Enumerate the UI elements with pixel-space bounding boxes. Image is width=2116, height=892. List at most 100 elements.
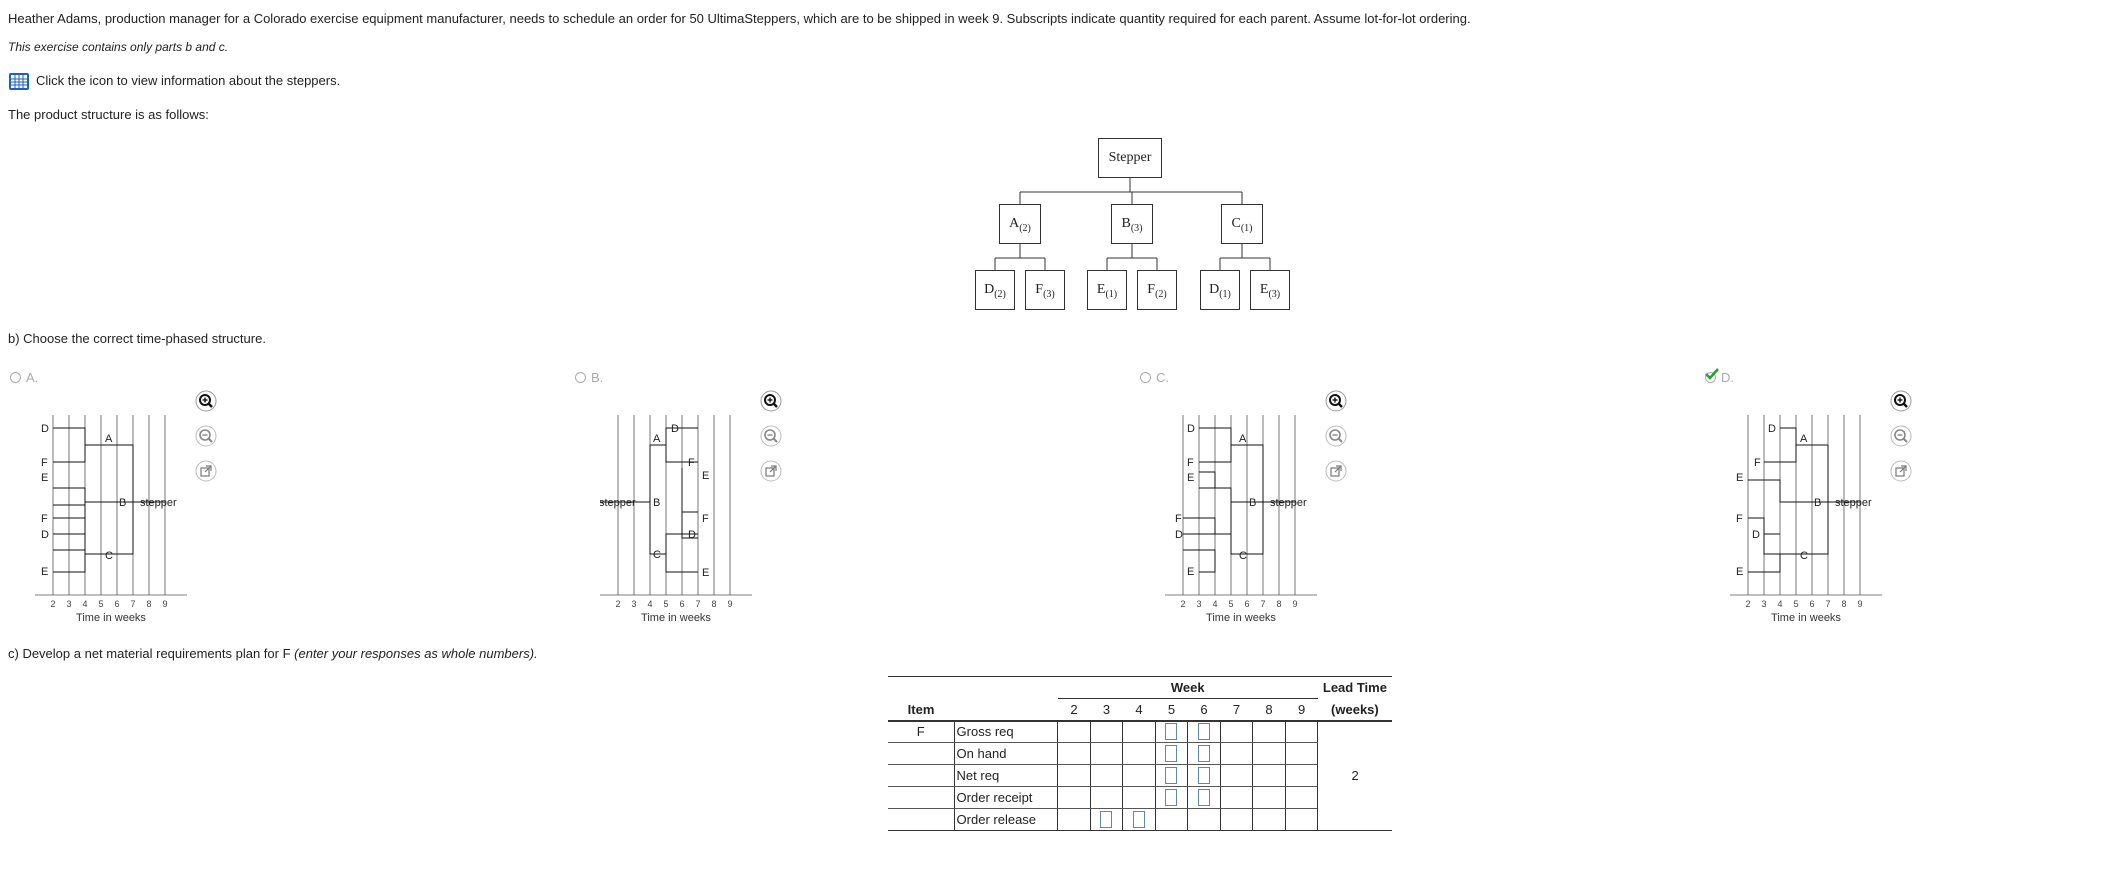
svg-text:B: B	[653, 497, 660, 509]
answer-input[interactable]	[1165, 745, 1178, 763]
svg-text:C: C	[1800, 550, 1808, 562]
week-cell	[1057, 808, 1091, 831]
lead-time-units: (weeks)	[1317, 698, 1392, 722]
answer-input[interactable]	[1198, 745, 1210, 763]
week-cell	[1057, 720, 1091, 743]
week-cell	[1187, 808, 1221, 831]
answer-input[interactable]	[1198, 723, 1210, 741]
svg-text:E: E	[1736, 472, 1743, 484]
answer-input[interactable]	[1165, 767, 1178, 785]
week-cell	[1219, 764, 1253, 787]
svg-text:D: D	[41, 529, 49, 541]
svg-text:2: 2	[50, 599, 55, 609]
week-7: 7	[1220, 698, 1253, 722]
week-cell	[1154, 786, 1188, 809]
plot-xlabel: Time in weeks	[76, 612, 146, 624]
svg-text:3: 3	[66, 599, 71, 609]
week-cell	[1154, 808, 1188, 831]
svg-text:D: D	[688, 529, 696, 541]
svg-text:6: 6	[679, 599, 684, 609]
tree-node-e: E(3)	[1250, 270, 1290, 310]
week-cell	[1057, 764, 1091, 787]
svg-text:D: D	[1175, 529, 1183, 541]
svg-text:9: 9	[727, 599, 732, 609]
svg-text:7: 7	[1260, 599, 1265, 609]
svg-text:8: 8	[711, 599, 716, 609]
svg-text:9: 9	[1292, 599, 1297, 609]
answer-input[interactable]	[1132, 811, 1145, 829]
svg-text:B: B	[1249, 497, 1256, 509]
answer-input[interactable]	[1165, 789, 1178, 807]
week-cell	[1154, 764, 1188, 787]
zoom-out-icon[interactable]	[760, 425, 782, 447]
svg-text:4: 4	[1777, 599, 1782, 609]
svg-text:6: 6	[114, 599, 119, 609]
week-cell	[1252, 786, 1286, 809]
option-d-label: D.	[1721, 370, 1734, 385]
svg-text:D: D	[1187, 423, 1195, 435]
lead-time-header: Lead Time	[1317, 676, 1392, 699]
svg-text:A: A	[105, 433, 113, 445]
lead-time-value: 2	[1317, 720, 1392, 831]
week-cell	[1219, 808, 1253, 831]
week-cell	[1122, 720, 1156, 743]
zoom-out-icon[interactable]	[1890, 425, 1912, 447]
answer-input[interactable]	[1198, 767, 1210, 785]
zoom-in-icon[interactable]	[195, 390, 217, 412]
week-cell	[1187, 764, 1221, 787]
week-cell	[1089, 742, 1123, 765]
week-9: 9	[1285, 698, 1318, 722]
svg-text:2: 2	[1180, 599, 1185, 609]
svg-text:2: 2	[615, 599, 620, 609]
zoom-out-icon[interactable]	[1325, 425, 1347, 447]
zoom-in-icon[interactable]	[1325, 390, 1347, 412]
row-label: Net req	[953, 764, 1058, 787]
external-link-icon[interactable]	[1890, 460, 1912, 482]
table-row: Net req	[888, 764, 1392, 787]
svg-text:F: F	[1736, 513, 1743, 525]
option-a-radio[interactable]	[10, 372, 21, 383]
tree-node-f: F(3)	[1025, 270, 1065, 310]
svg-text:E: E	[41, 566, 48, 578]
week-cell	[1284, 786, 1318, 809]
week-6: 6	[1187, 698, 1221, 722]
week-5: 5	[1155, 698, 1188, 722]
svg-text:E: E	[702, 567, 709, 579]
external-link-icon[interactable]	[760, 460, 782, 482]
week-cell	[1122, 742, 1156, 765]
week-cell	[1089, 786, 1123, 809]
answer-input[interactable]	[1100, 811, 1113, 829]
table-row: Order receipt	[888, 786, 1392, 809]
table-row: On hand	[888, 742, 1392, 765]
table-icon[interactable]	[8, 72, 30, 91]
week-cell	[1122, 808, 1156, 831]
svg-text:C: C	[653, 549, 661, 561]
answer-input[interactable]	[1198, 789, 1210, 807]
zoom-in-icon[interactable]	[760, 390, 782, 412]
svg-text:8: 8	[1276, 599, 1281, 609]
table-row: Order release	[888, 808, 1392, 831]
svg-text:E: E	[1187, 472, 1194, 484]
row-label: Order release	[953, 808, 1058, 831]
svg-text:6: 6	[1809, 599, 1814, 609]
external-link-icon[interactable]	[1325, 460, 1347, 482]
svg-text:F: F	[688, 457, 695, 469]
week-cell	[1252, 764, 1286, 787]
plot-xlabel: Time in weeks	[1771, 612, 1841, 624]
option-c-radio[interactable]	[1140, 372, 1151, 383]
zoom-in-icon[interactable]	[1890, 390, 1912, 412]
week-cell	[1187, 742, 1221, 765]
option-b-radio[interactable]	[575, 372, 586, 383]
item-f: F	[888, 720, 955, 743]
external-link-icon[interactable]	[195, 460, 217, 482]
svg-text:E: E	[702, 470, 709, 482]
week-cell	[1122, 764, 1156, 787]
answer-input[interactable]	[1165, 723, 1178, 741]
zoom-out-icon[interactable]	[195, 425, 217, 447]
